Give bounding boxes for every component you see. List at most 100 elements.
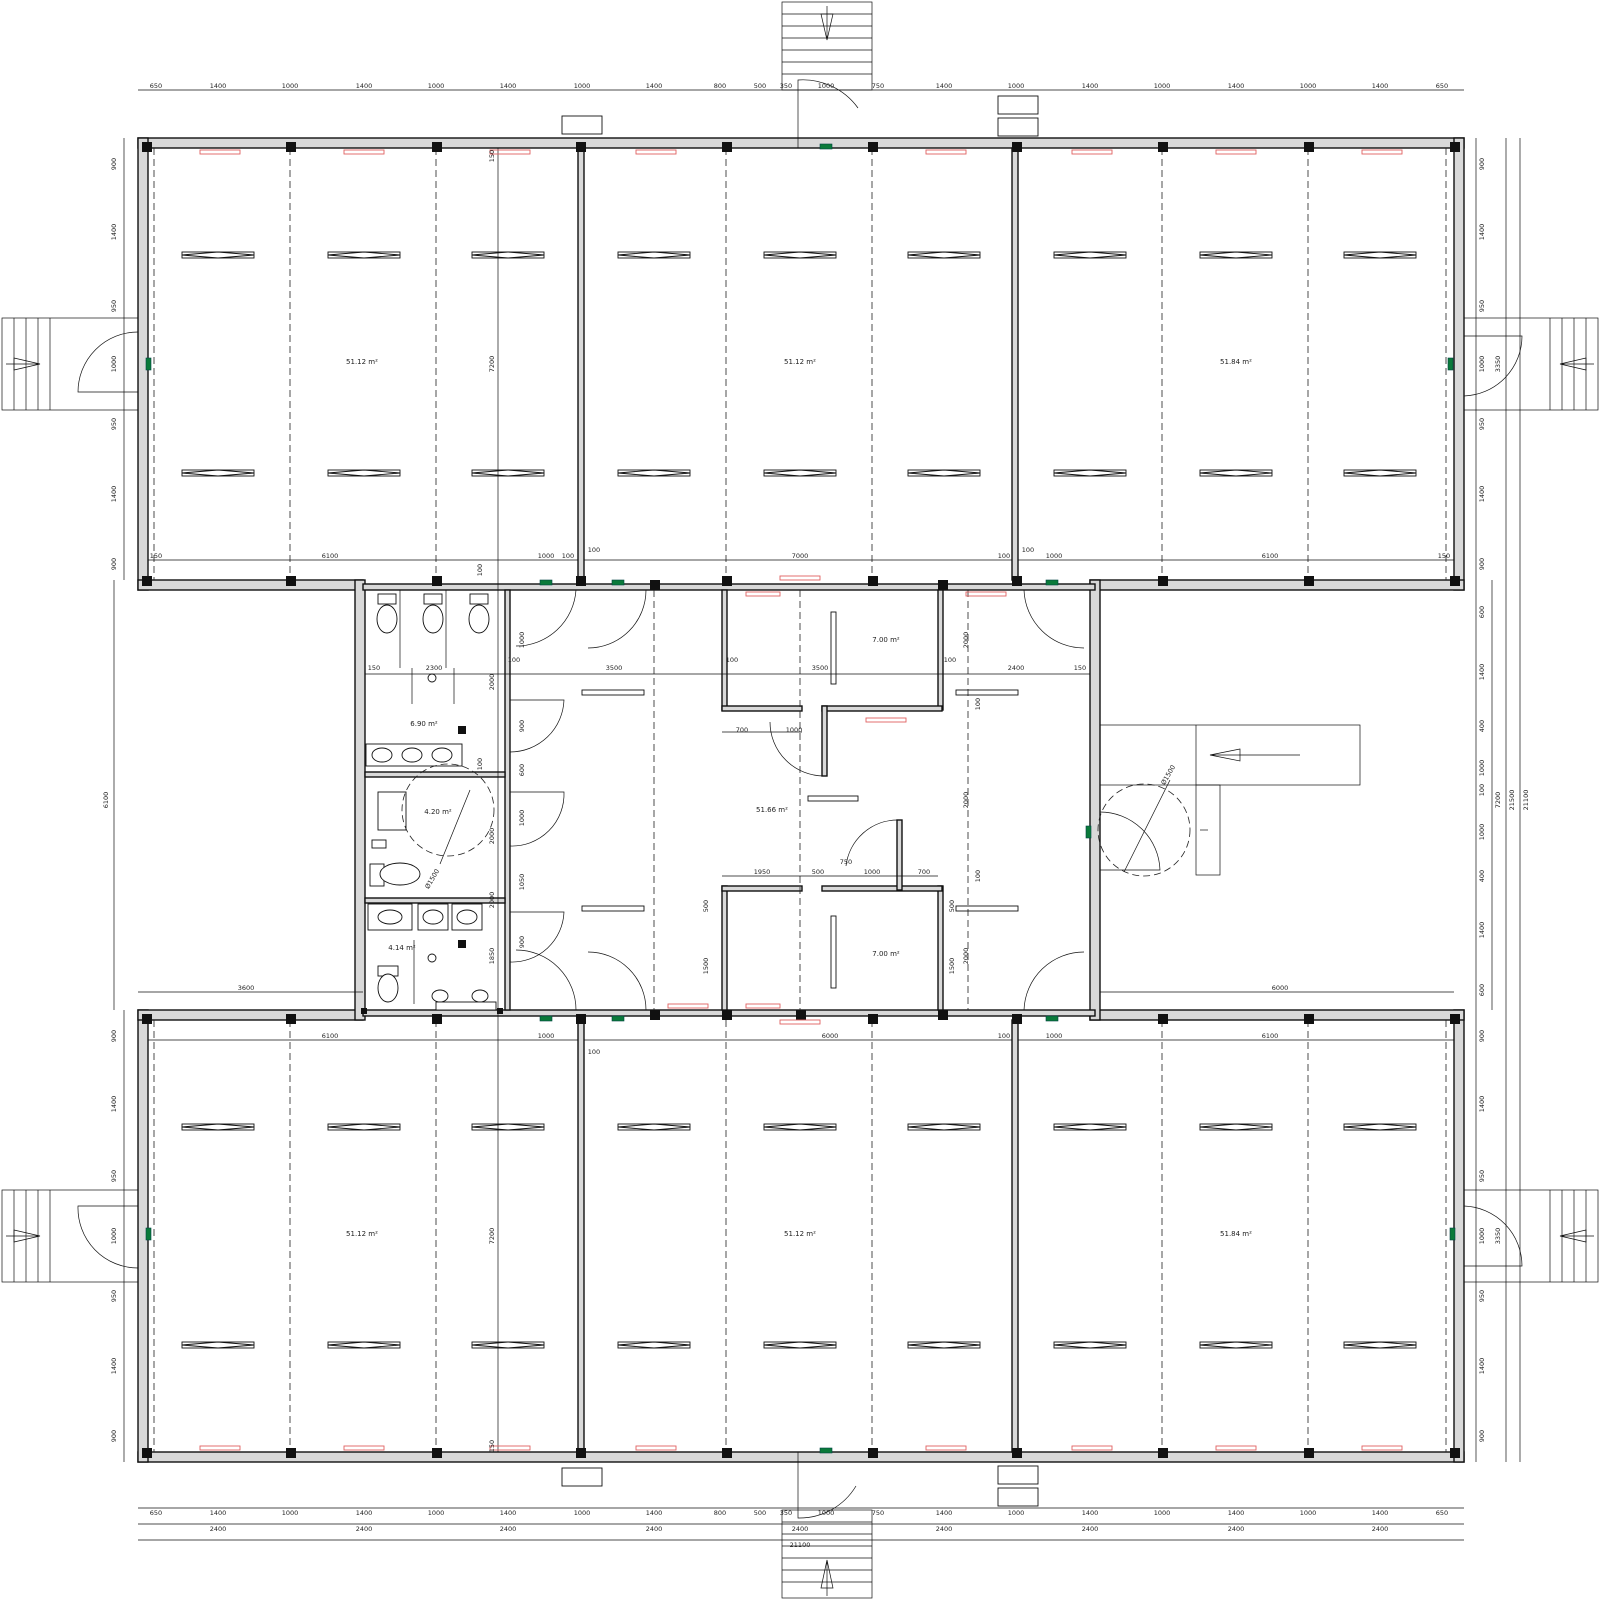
dim-top-4: 1400 xyxy=(356,82,373,90)
dim-right-overall-1: 7200 xyxy=(1494,792,1502,809)
dim-core-18: 2000 xyxy=(962,632,970,649)
dim-inner-8: 6100 xyxy=(1262,552,1279,560)
dim-bottom-21: 650 xyxy=(1436,1509,1448,1517)
dim-top-15: 1000 xyxy=(1008,82,1025,90)
dim-core-11: 1950 xyxy=(754,868,771,876)
dim-inner-3: 1000 xyxy=(538,552,555,560)
dim-right-mid-1: 600 xyxy=(1478,606,1486,618)
dim-inner-1: 150 xyxy=(150,552,162,560)
room-area-wc-small: 4.14 m² xyxy=(388,944,416,952)
dim-right-mid-2: 1400 xyxy=(1478,664,1486,681)
dim-right-bot-4: 1000 xyxy=(1478,1228,1486,1245)
dim-module-5: 2400 xyxy=(792,1525,809,1533)
dim-inner-10: 6100 xyxy=(322,1032,339,1040)
dim-top-9: 800 xyxy=(714,82,726,90)
dim-right-top-6: 1400 xyxy=(1478,486,1486,503)
dimension-text: 650 1400 1000 1400 1000 1400 1000 1400 8… xyxy=(102,82,1530,1549)
dim-bottom-10: 500 xyxy=(754,1509,766,1517)
dim-inner-2: 6100 xyxy=(322,552,339,560)
dim-top-11: 350 xyxy=(780,82,792,90)
dim-right-bot-6: 1400 xyxy=(1478,1358,1486,1375)
dim-left-bot-3: 950 xyxy=(110,1170,118,1182)
dim-top-2: 1400 xyxy=(210,82,227,90)
dim-top-21: 650 xyxy=(1436,82,1448,90)
dim-overall-width: 21100 xyxy=(790,1541,811,1549)
dim-inner-12: 6000 xyxy=(822,1032,839,1040)
dim-core-24: 900 xyxy=(518,720,526,732)
dim-top-3: 1000 xyxy=(282,82,299,90)
room-area-a: 7.00 m² xyxy=(872,636,900,644)
dim-bottom-6: 1400 xyxy=(500,1509,517,1517)
room-area-s: 51.12 m² xyxy=(784,1230,816,1238)
dim-top-16: 1400 xyxy=(1082,82,1099,90)
dim-core-10: 1000 xyxy=(786,726,803,734)
room-areas: 51.12 m² 51.12 m² 51.84 m² 51.12 m² 51.1… xyxy=(346,358,1252,1238)
dim-bottom-20: 1400 xyxy=(1372,1509,1389,1517)
room-area-n: 51.12 m² xyxy=(784,358,816,366)
dim-left-mid: 6100 xyxy=(102,792,110,809)
dim-core-15: 700 xyxy=(918,868,930,876)
dim-right-mid-9: 600 xyxy=(1478,984,1486,996)
ramp xyxy=(1097,724,1361,876)
dim-inner-13: 1000 xyxy=(1046,1032,1063,1040)
dim-module-6: 2400 xyxy=(936,1525,953,1533)
dim-right-bot-2: 1400 xyxy=(1478,1096,1486,1113)
sanitary-fixtures xyxy=(365,590,1191,1011)
dim-right-mid-7: 400 xyxy=(1478,870,1486,882)
dim-right-overall-2: 21500 xyxy=(1508,790,1516,811)
dim-left-bot-5: 950 xyxy=(110,1290,118,1302)
dim-right-top-4: 1000 xyxy=(1478,356,1486,373)
dim-module-2: 2400 xyxy=(356,1525,373,1533)
room-area-ne: 51.84 m² xyxy=(1220,358,1252,366)
dim-right-mid-4: 1000 xyxy=(1478,760,1486,777)
grid-dashes xyxy=(153,148,1447,1452)
dim-bottom-13: 750 xyxy=(872,1509,884,1517)
dim-core-36: 2000 xyxy=(488,674,496,691)
dim-top-14: 1400 xyxy=(936,82,953,90)
dim-core-28: 1050 xyxy=(518,874,526,891)
dim-bottom-3: 1000 xyxy=(282,1509,299,1517)
exit-signs xyxy=(145,95,1456,1507)
dim-core-34: 1500 xyxy=(948,958,956,975)
dim-door-offset-bottom: 3350 xyxy=(1494,1228,1502,1245)
stair-top xyxy=(781,1,873,91)
dim-inner-4: 100 xyxy=(562,552,574,560)
dim-bottom-14: 1400 xyxy=(936,1509,953,1517)
dim-bottom-17: 1000 xyxy=(1154,1509,1171,1517)
dim-right-overall-3: 21100 xyxy=(1522,790,1530,811)
room-area-wc-access: 4.20 m² xyxy=(424,808,452,816)
dim-door-offset-top: 3350 xyxy=(1494,356,1502,373)
dim-core-23: 100 xyxy=(476,564,484,576)
dim-core-19: 2000 xyxy=(962,792,970,809)
dim-right-top-1: 900 xyxy=(1478,158,1486,170)
dim-core-14: 1000 xyxy=(864,868,881,876)
light-fixtures xyxy=(181,251,1417,1349)
dim-inner-5: 7000 xyxy=(792,552,809,560)
dim-inner-19: 7200 xyxy=(488,356,496,373)
dim-top-8: 1400 xyxy=(646,82,663,90)
dim-inner-6: 100 xyxy=(998,552,1010,560)
dim-top-18: 1400 xyxy=(1228,82,1245,90)
dim-right-mid-5: 100 xyxy=(1478,784,1486,796)
dim-core-26: 1000 xyxy=(518,810,526,827)
dim-inner-9: 150 xyxy=(1438,552,1450,560)
dim-inner-15: 100 xyxy=(998,1032,1010,1040)
dim-top-10: 500 xyxy=(754,82,766,90)
dim-inner-20: 7200 xyxy=(488,1228,496,1245)
dim-bottom-11: 350 xyxy=(780,1509,792,1517)
dim-core-16: 100 xyxy=(944,656,956,664)
dim-right-top-2: 1400 xyxy=(1478,224,1486,241)
radiators xyxy=(199,149,1403,1451)
dim-bottom-15: 1000 xyxy=(1008,1509,1025,1517)
dim-inner-17: 100 xyxy=(588,546,600,554)
dim-core-1: 150 xyxy=(368,664,380,672)
dim-bottom-5: 1000 xyxy=(428,1509,445,1517)
dim-core-6: 100 xyxy=(726,656,738,664)
outer-walls xyxy=(137,137,1465,1463)
dim-core-12: 500 xyxy=(812,868,824,876)
dim-bottom-9: 800 xyxy=(714,1509,726,1517)
dim-bottom-19: 1000 xyxy=(1300,1509,1317,1517)
room-area-b: 7.00 m² xyxy=(872,950,900,958)
dim-module-3: 2400 xyxy=(500,1525,517,1533)
dim-right-mid-6: 1000 xyxy=(1478,824,1486,841)
